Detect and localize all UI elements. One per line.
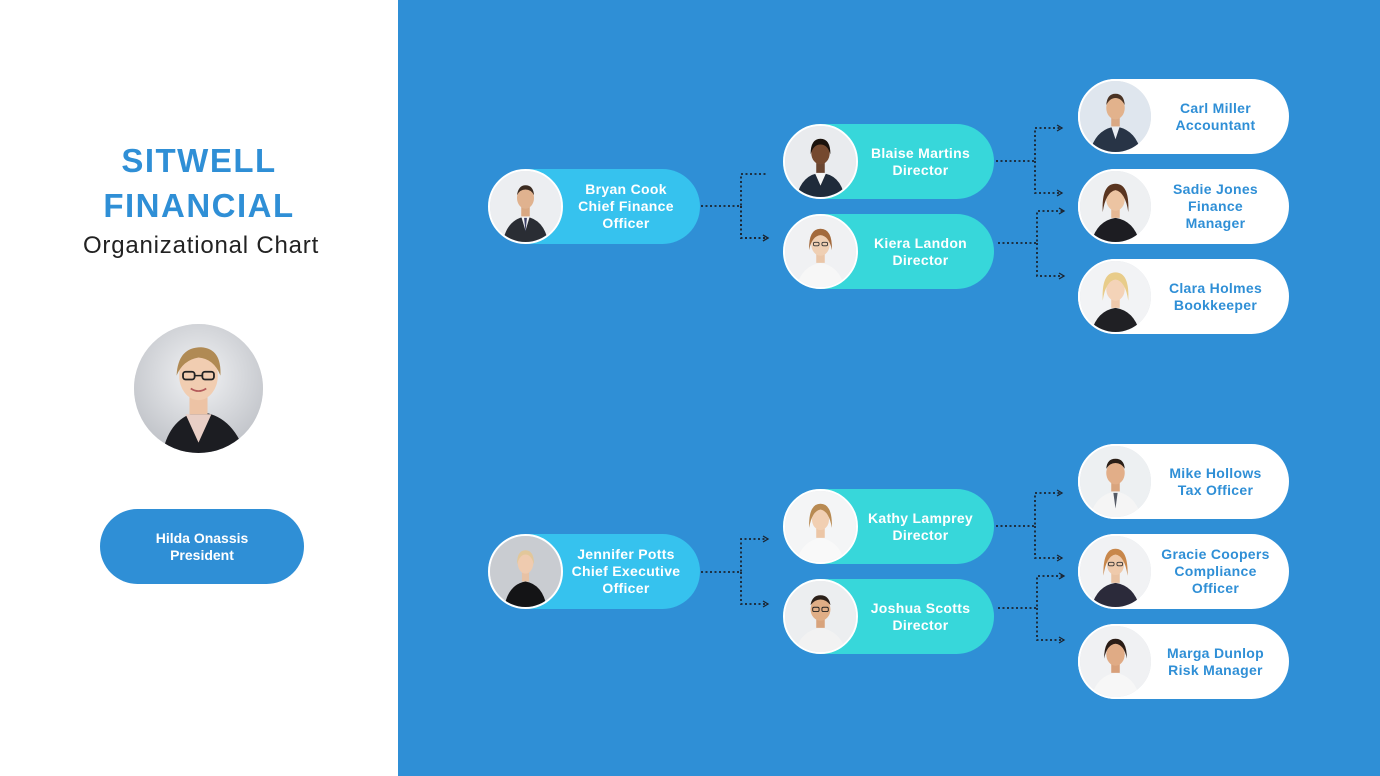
director-kathy-avatar <box>783 489 858 564</box>
report-gracie-title-2: Officer <box>1191 580 1240 596</box>
director-kathy-title: Director <box>892 526 949 543</box>
director-kiera-title: Director <box>892 251 949 268</box>
director-kathy-name: Kathy Lamprey <box>867 509 974 526</box>
report-mike-name: Mike Hollows <box>1169 464 1262 481</box>
report-marga-avatar <box>1078 624 1153 699</box>
director-kiera-name: Kiera Landon <box>873 234 968 251</box>
branch-2-head-name: Jennifer Potts <box>577 546 675 562</box>
report-gracie-title-1: Compliance <box>1174 563 1257 579</box>
branch-1-head-title-2: Officer <box>602 215 650 231</box>
report-carl-avatar <box>1078 79 1153 154</box>
company-name-line-2: FINANCIAL <box>103 187 295 224</box>
report-sadie-avatar <box>1078 169 1153 244</box>
report-gracie-avatar <box>1078 534 1153 609</box>
president-photo <box>134 324 263 453</box>
report-sadie-name: Sadie Jones <box>1172 181 1258 197</box>
president-name: Hilda Onassis <box>155 529 249 546</box>
president-title: President <box>170 546 234 563</box>
report-sadie-title-1: Finance <box>1187 198 1243 214</box>
report-marga-title: Risk Manager <box>1168 661 1263 678</box>
director-joshua-name: Joshua Scotts <box>870 599 971 616</box>
branch-1-head-name: Bryan Cook <box>585 181 667 197</box>
president-node: Hilda Onassis President <box>100 509 304 584</box>
director-blaise-name: Blaise Martins <box>870 144 971 161</box>
title-panel: SITWELL FINANCIAL Organizational Chart H… <box>0 0 398 776</box>
director-blaise-title: Director <box>892 161 949 178</box>
director-joshua-title: Director <box>892 616 949 633</box>
chart-subtitle: Organizational Chart <box>82 232 320 259</box>
branch-1-head-avatar <box>488 169 563 244</box>
report-sadie-title-2: Manager <box>1185 215 1246 231</box>
director-kiera-avatar <box>783 214 858 289</box>
company-name: SITWELL FINANCIAL <box>0 138 398 228</box>
branch-1-head-title-1: Chief Finance <box>578 198 674 214</box>
director-joshua-avatar <box>783 579 858 654</box>
director-blaise-avatar <box>783 124 858 199</box>
report-clara-avatar <box>1078 259 1153 334</box>
report-clara-name: Clara Holmes <box>1168 279 1263 296</box>
company-name-line-1: SITWELL <box>121 142 277 179</box>
report-carl-title: Accountant <box>1175 116 1256 133</box>
branch-2-head-title-2: Officer <box>602 580 650 596</box>
report-marga-name: Marga Dunlop <box>1167 644 1264 661</box>
report-mike-avatar <box>1078 444 1153 519</box>
report-carl-name: Carl Miller <box>1180 99 1251 116</box>
report-clara-title: Bookkeeper <box>1173 296 1258 313</box>
report-mike-title: Tax Officer <box>1177 481 1254 498</box>
report-gracie-name: Gracie Coopers <box>1161 546 1270 562</box>
branch-2-head-avatar <box>488 534 563 609</box>
branch-2-head-title-1: Chief Executive <box>571 563 681 579</box>
